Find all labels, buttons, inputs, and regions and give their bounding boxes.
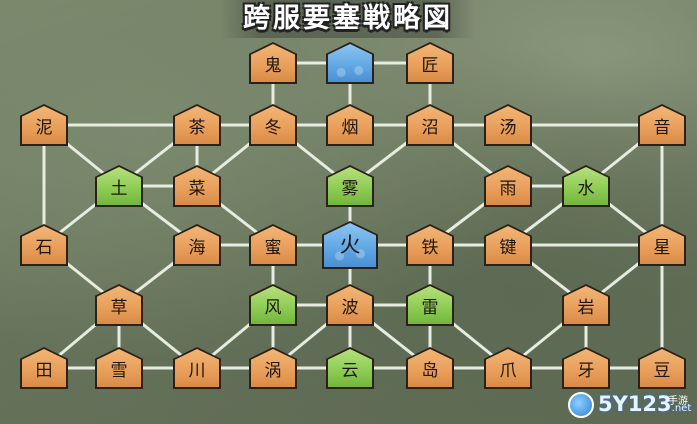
fortress-node-label: 云 [328,349,372,387]
fortress-node-label: 波 [328,286,372,324]
fortress-node-label: 音 [640,106,684,144]
fortress-node-yu[interactable]: 雨 [484,165,532,207]
fortress-node-wo[interactable]: 涡 [249,347,297,389]
fortress-node-zhao[interactable]: 沼 [406,104,454,146]
fortress-node-label: 雾 [328,167,372,205]
fortress-node-label: 星 [640,226,684,264]
watermark-logo-icon [568,392,594,418]
fortress-node-yin[interactable]: 音 [638,104,686,146]
fortress-node-label: 石 [22,226,66,264]
fortress-node-label: 铁 [408,226,452,264]
fortress-node-label: 风 [251,286,295,324]
watermark-brand: 5Y123 [598,392,672,416]
fortress-node-label: 草 [97,286,141,324]
fortress-node-label: 牙 [564,349,608,387]
watermark-tag: 手游 [668,396,688,407]
fortress-node-label: 田 [22,349,66,387]
fortress-node-label: 泥 [22,106,66,144]
fortress-node-label: 烟 [328,106,372,144]
fortress-node-hai[interactable]: 海 [173,224,221,266]
fortress-node-label: 岛 [408,349,452,387]
fortress-node-label: 海 [175,226,219,264]
fortress-node-label: 匠 [408,44,452,82]
fortress-node-label: 土 [97,167,141,205]
fortress-node-label: 涡 [251,349,295,387]
fortress-node-label: 键 [486,226,530,264]
watermark: 5Y123.net [598,392,691,416]
watermark-domain: .net [671,403,692,414]
fortress-node-label: 冬 [251,106,295,144]
fortress-node-shi[interactable]: 石 [20,224,68,266]
fortress-node-label: 菜 [175,167,219,205]
fortress-node-label: 雨 [486,167,530,205]
fortress-node-label: 水 [564,167,608,205]
fortress-node-label: 沼 [408,106,452,144]
fortress-node-label: 爪 [486,349,530,387]
fortress-node-label: 川 [175,349,219,387]
fortress-node-label: 茶 [175,106,219,144]
fortress-node-label: 蜜 [251,226,295,264]
fortress-node-label: 鬼 [251,44,295,82]
fortress-node-label: 豆 [640,349,684,387]
fortress-node-label: 汤 [486,106,530,144]
fortress-node-label: 雪 [97,349,141,387]
fortress-node-label [328,44,372,82]
fortress-node-label: 雷 [408,286,452,324]
fortress-node-xue[interactable]: 雪 [95,347,143,389]
fortress-node-label: 岩 [564,286,608,324]
map-title: 跨服要塞戦略図 [221,0,475,38]
